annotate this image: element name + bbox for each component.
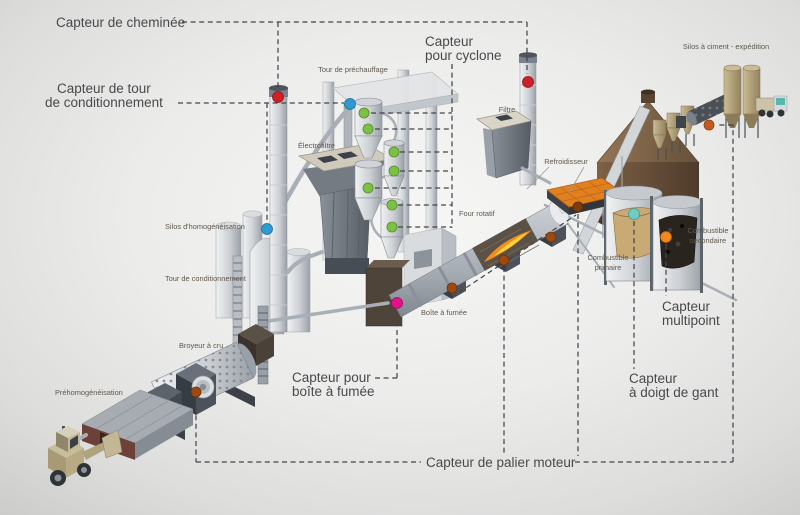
callout-lines <box>178 21 734 463</box>
kiln-pier-2-sensor-dot <box>498 254 510 266</box>
cyclone-3-sensor-dot <box>388 146 400 158</box>
callout-labels: Capteur de cheminée Capteur de tour de c… <box>45 15 720 470</box>
label-broyeur-cru: Broyeur à cru <box>179 341 223 350</box>
process-filter <box>476 110 552 185</box>
cyclone-5-sensor-dot <box>362 182 374 194</box>
callout-line-smoke-box <box>375 310 398 379</box>
kiln-pier-1-sensor-dot <box>446 282 458 294</box>
label-capteur-doigt-line2: à doigt de gant <box>629 385 719 400</box>
raw-mill <box>148 341 257 440</box>
conditioning-tower-dome-sensor-dot <box>261 223 273 235</box>
callout-line-cyclone <box>371 64 453 228</box>
cyclone-7-sensor-dot <box>386 221 398 233</box>
raw-mill-bearing-sensor-dot <box>190 386 202 398</box>
label-capteur-tour-line1: Capteur de tour <box>57 81 151 96</box>
raw-meal-pipe <box>260 301 390 324</box>
label-capteur-multipoint-line2: multipoint <box>662 313 720 328</box>
kiln-head-bearing-sensor-dot <box>572 201 584 213</box>
equipment-labels: Tour de préchauffage Électrofiltre Filtr… <box>55 42 769 397</box>
label-boite-fumee: Boîte à fumée <box>421 308 467 317</box>
cement-mill-bearing-sensor-dot <box>703 119 715 131</box>
thermowell-fuel-sensor-dot <box>628 208 640 220</box>
label-capteur-cyclone-line2: pour cyclone <box>425 48 502 63</box>
sensor-dots-layer <box>190 76 715 398</box>
chimney-filter-sensor-dot <box>522 76 534 88</box>
label-tour-prechauffage: Tour de préchauffage <box>318 65 388 74</box>
label-combustible-primaire-line2: primaire <box>595 263 622 272</box>
label-combustible-secondaire-line1: Combustible <box>687 226 728 235</box>
wheel-loader <box>48 426 123 486</box>
callout-line-motor-bearing <box>195 124 734 463</box>
callout-line-chimney <box>182 21 528 90</box>
multipoint-fuel-sensor-dot <box>660 231 672 243</box>
smoke-box-sensor-dot <box>391 297 403 309</box>
label-capteur-palier: Capteur de palier moteur <box>426 455 576 470</box>
cooler-leader-lines <box>526 166 585 194</box>
shipping-truck <box>755 95 788 118</box>
cyclone-1-sensor-dot <box>358 107 370 119</box>
label-capteur-boite-line1: Capteur pour <box>292 370 371 385</box>
secondary-fuel-tank <box>650 195 703 293</box>
label-combustible-primaire-line1: Combustible <box>587 253 628 262</box>
cyclone-6-sensor-dot <box>386 199 398 211</box>
label-refroidisseur: Refroidisseur <box>544 157 588 166</box>
label-capteur-doigt-line1: Capteur <box>629 371 678 386</box>
label-combustible-secondaire-line2: secondaire <box>690 236 726 245</box>
label-capteur-boite-line2: boîte à fumée <box>292 384 375 399</box>
main-chimney <box>269 85 288 333</box>
label-electrofiltre: Électrofiltre <box>298 141 335 150</box>
callout-line-conditioning-tower <box>178 102 344 222</box>
label-filtre: Filtre <box>499 105 515 114</box>
esp-to-chimney-duct <box>286 250 324 274</box>
cyclone-2-sensor-dot <box>362 123 374 135</box>
kiln-pier-3-sensor-dot <box>545 231 557 243</box>
label-silos-homogeneisation: Silos d'homogénéisation <box>165 222 245 231</box>
label-tour-conditionnement: Tour de conditionnement <box>165 274 246 283</box>
cement-shipping-silos <box>723 64 761 138</box>
preheater-cyclones <box>354 97 405 259</box>
cyclone-4-sensor-dot <box>388 165 400 177</box>
label-capteur-tour-line2: de conditionnement <box>45 95 163 110</box>
label-silos-ciment: Silos à ciment - expédition <box>683 42 769 51</box>
conditioning-tower-top-sensor-dot <box>344 98 356 110</box>
label-capteur-cyclone-line1: Capteur <box>425 34 474 49</box>
label-capteur-multipoint-line1: Capteur <box>662 299 711 314</box>
label-prehomogeneisation: Préhomogénéisation <box>55 388 123 397</box>
label-four-rotatif: Four rotatif <box>459 209 496 218</box>
label-capteur-cheminee: Capteur de cheminée <box>56 15 185 30</box>
chimney-main-sensor-dot <box>272 91 284 103</box>
